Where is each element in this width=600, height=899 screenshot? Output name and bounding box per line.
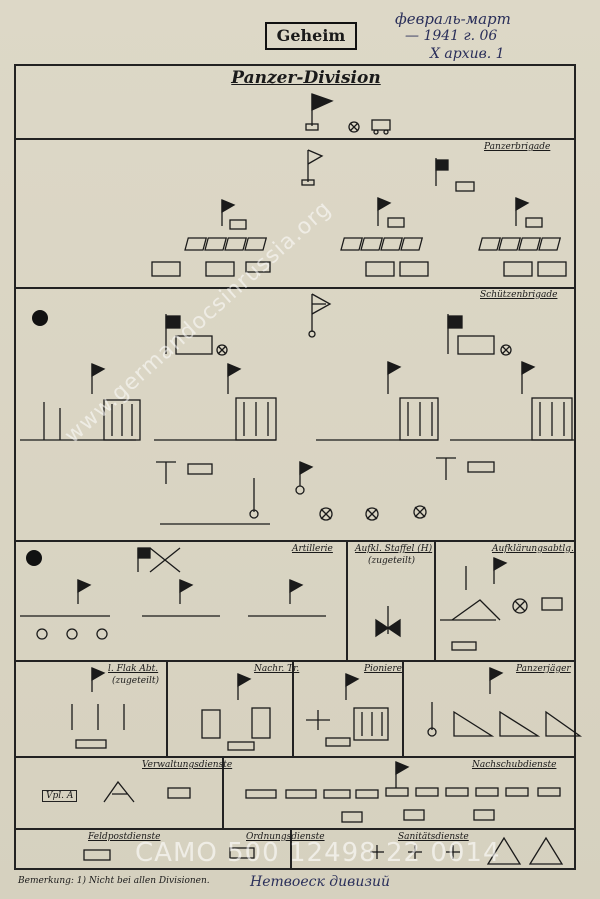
handwritten-note-2: — 1941 г. 06 (405, 28, 498, 44)
aircraft-staffel-icon (375, 606, 401, 638)
panzer-regiment-icon (340, 197, 429, 277)
division-title: Panzer-Division (231, 68, 381, 88)
battalion-flag-icon (91, 361, 536, 394)
label-nachr-tr: Nachr. Tr. (254, 664, 300, 674)
divider (292, 660, 294, 756)
divider (222, 756, 224, 828)
label-feldpost: Feldpostdienste (88, 832, 161, 842)
motorcycle-battalion-icon (160, 478, 427, 525)
label-schuetzenbrigade: Schützenbrigade (480, 290, 558, 300)
label-sanitaetsdienste: Sanitätsdienste (398, 832, 469, 842)
footer-remark: Bemerkung: 1) Nicht bei allen Divisionen… (18, 876, 210, 886)
label-aufkl-staffel-sub: (zugeteilt) (368, 556, 415, 566)
panzer-regiment-icon (151, 199, 271, 277)
company-row-icon (20, 397, 574, 441)
label-verwaltungsdienste: Verwaltungsdienste (142, 760, 233, 770)
binder-hole-bottom (26, 550, 42, 566)
divider (402, 660, 404, 756)
divider (14, 138, 576, 140)
label-panzerjaeger: Panzerjäger (516, 664, 571, 674)
schuetzenbrigade-hq-flag-icon (308, 293, 332, 338)
label-aufkl-staffel: Aufkl. Staffel (H) (355, 544, 433, 554)
schuetzen-regiment-icon (447, 314, 512, 356)
engineer-battalion-icon (306, 673, 389, 747)
divider (14, 828, 576, 830)
divider (14, 540, 576, 542)
archive-code: CAMO 500 12498 22 0014 (135, 838, 501, 868)
label-filiale: Vpl. A (42, 790, 78, 802)
admin-services-icon (103, 780, 191, 803)
signals-battalion-icon (201, 673, 271, 751)
label-nachschubdienste: Nachschubdienste (472, 760, 557, 770)
handwritten-bottom-note: Нетвоеск дивизий (250, 874, 391, 890)
antitank-battalion-icon (427, 667, 583, 737)
divider (346, 540, 348, 660)
division-hq-flag-icon (305, 93, 391, 135)
label-aufklaerungsabtlg: Aufklärungsabtlg. (492, 544, 574, 554)
divider (14, 287, 576, 289)
divider (14, 660, 576, 662)
label-flak-abt: l. Flak Abt. (108, 664, 159, 674)
heavy-weapons-icon (156, 457, 495, 495)
divider (166, 660, 168, 756)
rear-services-icon (83, 836, 564, 865)
label-ordnungsdienste: Ordnungsdienste (246, 832, 325, 842)
label-panzerbrigade: Panzerbrigade (484, 142, 551, 152)
panzerbrigade-hq-flag-icon (301, 149, 475, 192)
label-artillerie: Artillerie (292, 544, 333, 554)
recon-battalion-icon (440, 557, 563, 651)
flak-battalion-icon (71, 667, 125, 749)
classification-stamp: Geheim (265, 22, 357, 50)
schuetzen-regiment-icon (165, 314, 228, 356)
org-chart-frame (14, 64, 576, 870)
label-pioniere: Pioniere (364, 664, 402, 674)
divider (14, 756, 576, 758)
artillery-regiment-icon (20, 547, 326, 640)
divider (290, 828, 292, 870)
binder-hole-top (32, 310, 48, 326)
label-flak-abt-sub: (zugeteilt) (112, 676, 159, 686)
handwritten-note-1: февраль-март (395, 10, 511, 28)
supply-column-icon (245, 761, 561, 823)
divider (434, 540, 436, 660)
handwritten-note-3: Х архив. 1 (430, 46, 505, 62)
panzer-regiment-icon (478, 197, 567, 277)
